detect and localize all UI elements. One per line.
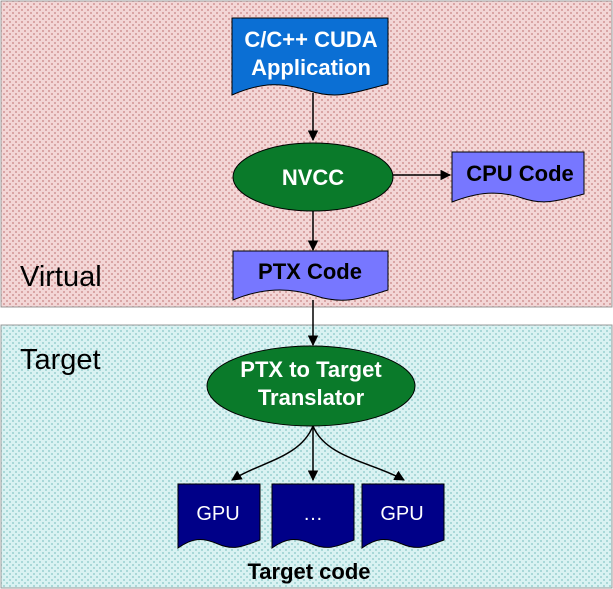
ptx-code-label: PTX Code bbox=[258, 259, 362, 284]
ellipsis-document-shape bbox=[271, 483, 355, 549]
ptx-code-document-shape bbox=[232, 250, 389, 301]
cpu-code-document-shape bbox=[451, 151, 585, 203]
application-label-line1: C/C++ CUDA bbox=[244, 27, 377, 52]
gpu-left-label: GPU bbox=[196, 503, 239, 525]
nvcc-label: NVCC bbox=[282, 165, 344, 190]
ellipsis-label: … bbox=[303, 503, 323, 525]
cpu-code-label: CPU Code bbox=[466, 161, 574, 186]
arrow-translator-to-gpu-left bbox=[231, 425, 314, 481]
gpu-right-document-shape bbox=[361, 483, 445, 549]
application-label-line2: Application bbox=[251, 55, 371, 80]
translator-label-line2: Translator bbox=[258, 385, 365, 410]
gpu-left-document-shape bbox=[177, 483, 261, 549]
virtual-region-label: Virtual bbox=[20, 261, 102, 293]
application-document-shape bbox=[231, 17, 389, 96]
target-region-label: Target bbox=[20, 344, 101, 376]
gpu-right-label: GPU bbox=[380, 503, 423, 525]
translator-ellipse bbox=[206, 345, 416, 427]
target-code-caption: Target code bbox=[247, 559, 370, 584]
arrow-translator-to-gpu-right bbox=[312, 425, 405, 481]
translator-label-line1: PTX to Target bbox=[240, 357, 382, 382]
